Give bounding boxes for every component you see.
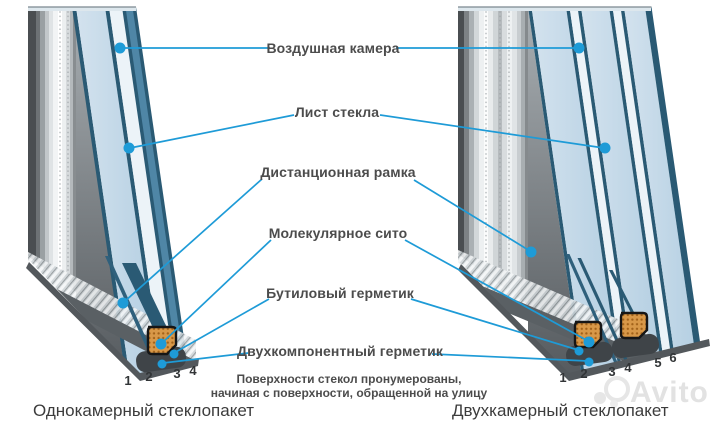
caption-single-chamber: Однокамерный стеклопакет — [33, 401, 255, 420]
right-pane3-outer-edge — [645, 7, 705, 374]
surface-number: 6 — [669, 350, 676, 365]
surface-number: 5 — [654, 355, 661, 370]
right-pane1-edge — [528, 7, 585, 374]
right-pane2-inner-edge — [609, 7, 666, 374]
leader-sieve-right — [404, 239, 589, 342]
leader-glass-left — [129, 114, 295, 149]
callout-spacer-frame: Дистанционная рамка — [260, 164, 416, 180]
surface-number: 1 — [124, 373, 131, 388]
left-pane1-inner-edge — [105, 7, 163, 374]
caption-double-chamber: Двухкамерный стеклопакет — [452, 401, 669, 420]
dot-glass-right — [599, 142, 611, 154]
surface-number: 3 — [173, 366, 180, 381]
dot-sealant-right — [584, 357, 594, 367]
callout-two-component-sealant: Двухкомпонентный герметик — [237, 343, 443, 359]
leader-sealant-right — [431, 353, 589, 362]
leader-butyl-right — [410, 298, 579, 351]
note-line-1: Поверхности стекол пронумерованы, — [236, 372, 462, 386]
dot-spacer-right — [525, 246, 537, 258]
dot-spacer-left — [117, 297, 129, 309]
dot-glass-left — [123, 142, 135, 154]
surface-number: 4 — [624, 360, 632, 375]
dot-butyl-left — [169, 349, 179, 359]
dot-air-left — [114, 42, 126, 54]
leader-glass-right — [379, 114, 605, 149]
right-pane3-edge — [620, 7, 678, 374]
callout-butyl-sealant: Бутиловый герметик — [266, 285, 414, 301]
dot-sieve-left — [155, 338, 167, 350]
dot-air-right — [573, 42, 585, 54]
dot-butyl-right — [574, 346, 584, 356]
leader-spacer-right — [413, 179, 531, 252]
callout-glass-sheet: Лист стекла — [294, 104, 380, 120]
right-unit-mask — [448, 260, 720, 435]
surface-number: 1 — [559, 370, 566, 385]
right-unit-top-edge — [458, 7, 651, 11]
surface-number: 2 — [580, 366, 587, 381]
leader-lines — [122, 47, 605, 364]
left-unit-bottom-edge — [26, 262, 199, 381]
right-unit-edge-face — [458, 7, 528, 305]
callout-molecular-sieve: Молекулярное сито — [268, 225, 408, 241]
callout-air-chamber: Воздушная камера — [266, 40, 400, 56]
leader-butyl-left — [173, 298, 270, 354]
left-air-chamber — [109, 7, 176, 374]
right-molecular-sieve-2 — [619, 311, 649, 340]
numbering-note: Поверхности стекол пронумерованы, начина… — [211, 372, 487, 400]
note-line-2: начиная с поверхности, обращенной на ули… — [210, 386, 488, 400]
right-unit-side-shadow — [528, 7, 582, 374]
surface-number: 3 — [608, 364, 615, 379]
left-unit-edge-face — [28, 7, 76, 292]
leader-spacer-left — [123, 178, 263, 303]
surface-numbers: 1 2 3 4 1 2 3 4 5 6 — [124, 350, 676, 388]
dot-sealant-left — [157, 359, 167, 369]
surface-number: 2 — [145, 369, 152, 384]
watermark: Avito — [594, 376, 709, 410]
right-pane2-edge — [577, 7, 635, 374]
right-air-chamber-2 — [612, 7, 674, 374]
left-pane2-core — [125, 7, 186, 374]
right-molecular-sieve-1 — [573, 320, 603, 349]
dot-sieve-right — [583, 336, 595, 348]
watermark-logo-icon — [594, 376, 630, 410]
right-glass-pane-1 — [531, 7, 620, 374]
left-unit-top-edge — [28, 7, 136, 11]
leader-dots — [114, 42, 611, 369]
right-two-component-sealant-2 — [611, 333, 659, 358]
leader-sieve-left — [161, 239, 272, 344]
watermark-text: Avito — [630, 376, 709, 409]
leader-sealant-left — [162, 352, 249, 364]
left-pane1-edge — [72, 7, 130, 374]
right-pane1-inner-edge — [566, 7, 623, 374]
right-glazing-unit — [448, 6, 720, 435]
surface-number: 4 — [189, 363, 197, 378]
left-glazing-unit — [18, 6, 205, 435]
right-glass-pane-2 — [581, 7, 663, 374]
right-glass-pane-3 — [624, 7, 699, 374]
